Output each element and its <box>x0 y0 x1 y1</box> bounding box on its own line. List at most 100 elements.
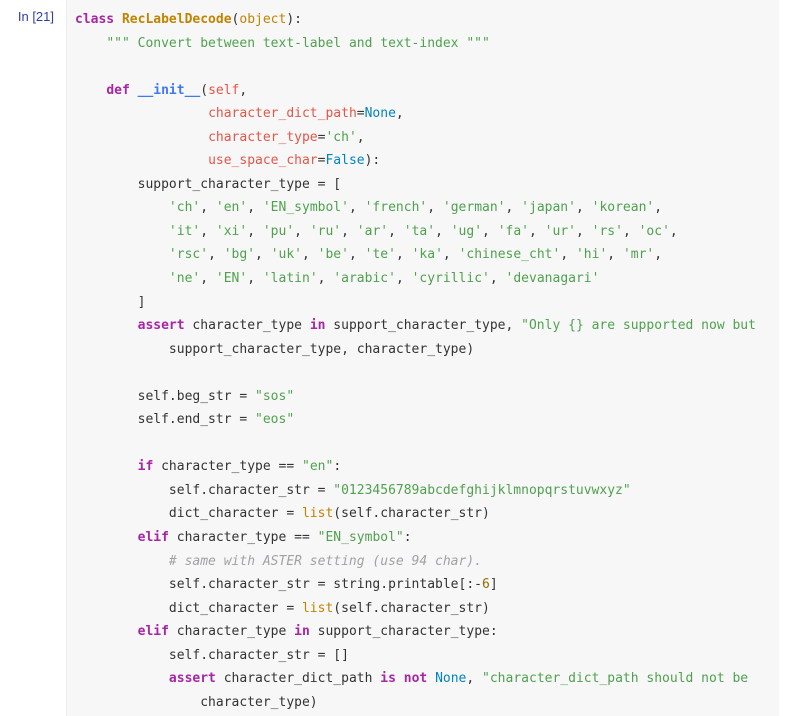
code-token: 'ug' <box>450 223 483 239</box>
code-token: character_dict_path <box>208 106 357 122</box>
code-token: 6 <box>482 577 490 593</box>
code-token: 'EN_symbol' <box>262 200 349 216</box>
code-token: 'french' <box>364 200 428 216</box>
code-token: = <box>356 106 365 122</box>
code-line <box>75 432 779 456</box>
code-token <box>75 624 138 639</box>
code-line: assert character_dict_path is not None, … <box>75 667 779 691</box>
code-token: 'ar' <box>356 223 389 239</box>
code-token: , <box>395 106 404 122</box>
code-token: RecLabelDecode <box>121 12 232 27</box>
code-token: , <box>622 223 639 239</box>
code-token: 'ur' <box>544 223 576 239</box>
code-token: character_type <box>208 129 318 145</box>
code-token <box>75 530 138 545</box>
code-line: """ Convert between text-label and text-… <box>75 32 779 56</box>
code-token: use_space_char <box>208 153 318 169</box>
code-token: , <box>302 247 318 263</box>
code-token: self.beg_str = <box>75 388 256 404</box>
code-line: self.beg_str = "sos" <box>75 385 779 409</box>
code-token: 'ch' <box>325 129 357 145</box>
code-token: 'ka' <box>411 247 443 263</box>
code-line: 'it', 'xi', 'pu', 'ru', 'ar', 'ta', 'ug'… <box>75 220 779 244</box>
code-token: 'rs' <box>591 223 623 239</box>
code-token <box>75 459 138 474</box>
code-token: : <box>403 530 412 546</box>
code-token: , <box>654 247 663 263</box>
code-token: character_type <box>184 318 310 334</box>
code-token <box>75 224 169 239</box>
code-token: , <box>466 671 483 687</box>
input-prompt: In [21] <box>17 9 54 24</box>
code-token: def <box>106 82 130 98</box>
code-token: , <box>341 223 357 239</box>
code-token: 'japan' <box>521 200 576 216</box>
code-token: , <box>575 223 592 239</box>
code-token: 'uk' <box>270 247 302 263</box>
code-line: 'ne', 'EN', 'latin', 'arabic', 'cyrillic… <box>75 267 779 291</box>
code-token: , <box>529 223 545 239</box>
code-token: , <box>348 200 365 216</box>
code-line: character_type='ch', <box>75 126 779 150</box>
code-token: , <box>317 271 334 287</box>
code-token <box>75 554 169 569</box>
code-token: , <box>654 200 663 216</box>
code-token <box>130 83 138 98</box>
code-token: dict_character = <box>75 600 302 616</box>
code-token: is not <box>380 671 428 687</box>
code-token: "sos" <box>255 388 295 404</box>
code-token: self.character_str = [] <box>75 647 349 663</box>
code-token: in <box>294 624 310 640</box>
code-token: "en" <box>302 459 334 475</box>
code-token: 'mr' <box>622 247 655 263</box>
code-line: elif character_type == "EN_symbol": <box>75 526 779 550</box>
code-token <box>114 12 122 27</box>
code-token <box>427 671 435 686</box>
code-token: assert <box>137 318 185 334</box>
code-token: 'be' <box>317 247 349 263</box>
code-token <box>75 83 106 98</box>
code-token: , <box>489 271 506 287</box>
code-token: support_character_type, character_type) <box>75 341 475 357</box>
code-token: character_dict_path <box>215 671 381 687</box>
code-token: 'it' <box>168 223 201 239</box>
code-token: self.character_str = string.printable[:- <box>75 577 482 593</box>
code-token: ): <box>286 12 302 27</box>
code-token: ( <box>200 82 209 98</box>
code-token: (self.character_str) <box>333 600 490 616</box>
code-token: , <box>294 223 310 239</box>
code-token: , <box>482 223 498 239</box>
code-token: , <box>435 223 451 239</box>
code-token: 'latin' <box>262 271 318 287</box>
code-token: = <box>317 153 326 169</box>
code-token: False <box>325 153 365 169</box>
code-token: assert <box>168 671 216 687</box>
code-token <box>75 106 208 121</box>
code-token: None <box>364 106 396 122</box>
code-line: self.character_str = [] <box>75 644 779 668</box>
code-editor[interactable]: class RecLabelDecode(object): """ Conver… <box>66 0 779 716</box>
code-token <box>75 200 169 215</box>
code-token: 'bg' <box>223 247 256 263</box>
code-token: 'rsc' <box>168 247 209 263</box>
code-token: 'xi' <box>215 223 248 239</box>
code-block[interactable]: class RecLabelDecode(object): """ Conver… <box>67 0 779 714</box>
code-token: """ Convert between text-label and text-… <box>106 35 490 51</box>
code-token: 'arabic' <box>333 271 396 287</box>
code-token: , <box>247 200 263 216</box>
code-token: "Only {} are supported now but <box>521 318 756 334</box>
code-line: support_character_type = [ <box>75 173 779 197</box>
code-token <box>75 318 138 333</box>
code-line <box>75 55 779 79</box>
code-token: , <box>239 82 248 98</box>
code-token: ): <box>364 153 381 169</box>
code-line: class RecLabelDecode(object): <box>75 8 779 32</box>
code-token: , <box>200 200 216 216</box>
code-line: 'ch', 'en', 'EN_symbol', 'french', 'germ… <box>75 196 779 220</box>
code-token: elif <box>137 624 169 640</box>
code-token <box>75 153 208 168</box>
code-token <box>75 247 169 262</box>
code-token: , <box>505 200 522 216</box>
code-token <box>75 271 169 286</box>
